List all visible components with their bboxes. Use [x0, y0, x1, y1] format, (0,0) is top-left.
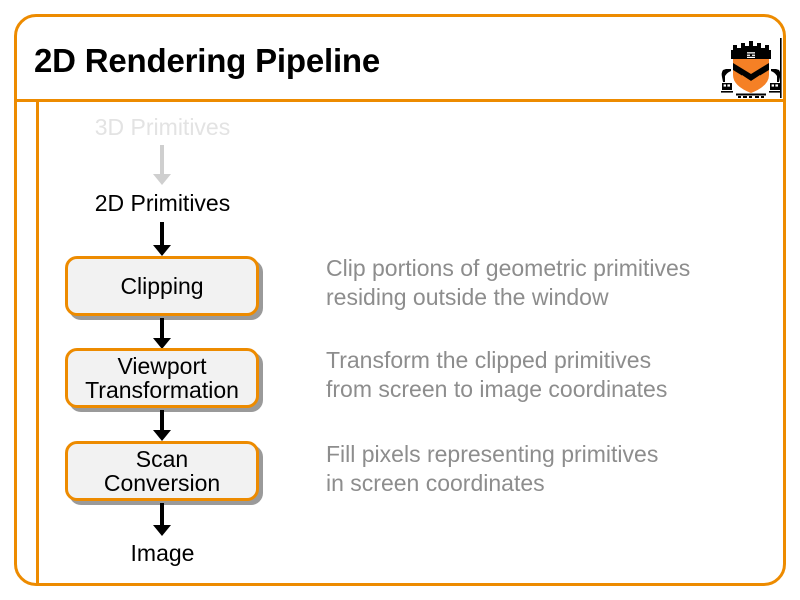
description-clipping: Clip portions of geometric primitives re… — [326, 255, 691, 311]
princeton-shield-icon — [720, 38, 786, 102]
description-viewport-transformation: Transform the clipped primitives from sc… — [326, 347, 668, 403]
title-bar: 2D Rendering Pipeline — [14, 14, 786, 102]
stage-box-scan-conversion[interactable]: Scan Conversion — [65, 441, 259, 501]
description-scan-conversion: Fill pixels representing primitives in s… — [326, 441, 659, 497]
flow-label-image: Image — [130, 540, 195, 566]
arrow-2d-to-clipping — [152, 222, 172, 256]
stage-box-clipping[interactable]: Clipping — [65, 256, 259, 316]
arrow-viewport-to-scan — [152, 410, 172, 441]
page-title: 2D Rendering Pipeline — [34, 42, 381, 79]
arrow-scan-to-image — [152, 503, 172, 536]
arrow-ghost-3d-to-2d — [152, 145, 172, 185]
stage-box-viewport-transformation[interactable]: Viewport Transformation — [65, 348, 259, 408]
content-divider-rule — [36, 102, 39, 585]
arrow-clipping-to-viewport — [152, 318, 172, 349]
flow-label-2d-primitives: 2D Primitives — [94, 190, 231, 216]
flow-label-3d-primitives: 3D Primitives — [94, 114, 231, 140]
